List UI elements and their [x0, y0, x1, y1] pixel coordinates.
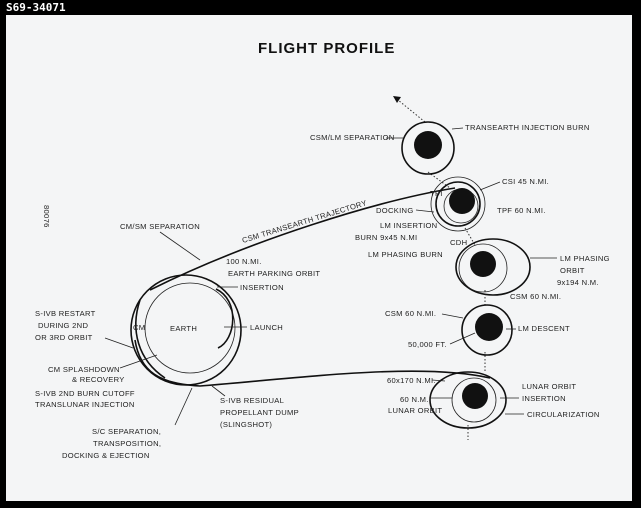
loi-label: LUNAR ORBIT — [522, 382, 576, 391]
earth-system: EARTH CM — [130, 187, 491, 387]
csm-60-label: CSM 60 N.MI. — [385, 309, 436, 318]
lunar-orbit-60-label: LUNAR ORBIT — [388, 406, 442, 415]
cm-sm-separation-label: CM/SM SEPARATION — [120, 222, 200, 231]
transearth-trajectory — [149, 187, 456, 291]
splashdown-label: CM SPLASHDOWN — [48, 365, 120, 374]
residual-dump-label: (SLINGSHOT) — [220, 420, 272, 429]
tei-burn-label: TRANSEARTH INJECTION BURN — [465, 123, 590, 132]
tli-label: S-IVB 2ND BURN CUTOFF — [35, 389, 135, 398]
diagram-title: FLIGHT PROFILE — [258, 40, 395, 57]
lm-phasing-orbit-label: ORBIT — [560, 266, 585, 275]
residual-dump-label: S-IVB RESIDUAL — [220, 396, 284, 405]
cm-label: CM — [133, 323, 145, 332]
docking-label: DOCKING — [376, 206, 414, 215]
lm-phasing-burn-label: LM PHASING BURN — [368, 250, 443, 259]
launch-arc — [215, 288, 234, 349]
lunar-operations — [393, 96, 531, 440]
earth-circle — [144, 282, 236, 374]
altitude-label: 50,000 FT. — [408, 340, 447, 349]
tpi-label: TPI — [430, 189, 443, 198]
earth-label: EARTH — [170, 324, 197, 333]
lm-phasing-orbit-label: LM PHASING — [560, 254, 610, 263]
lunar-orbit-60-label: 60 N.M. — [400, 395, 429, 404]
residual-dump-label: PROPELLANT DUMP — [220, 408, 299, 417]
csm-60-label: CSM 60 N.MI. — [510, 292, 561, 301]
insertion-label: INSERTION — [240, 283, 284, 292]
lm-phasing-orbit-label: 9x194 N.M. — [557, 278, 599, 287]
translunar-trajectory — [134, 339, 491, 387]
cdh-label: CDH — [450, 238, 467, 247]
photo-id: S69-34071 — [6, 1, 66, 14]
lm-descent-label: LM DESCENT — [518, 324, 570, 333]
sc-separation-label: S/C SEPARATION, — [92, 427, 161, 436]
sivb-restart-label: DURING 2ND — [38, 321, 88, 330]
sc-separation-label: TRANSPOSITION, — [93, 439, 161, 448]
csi-label: CSI 45 N.MI. — [502, 177, 549, 186]
orbit-60x170-label: 60x170 N.MI. — [387, 376, 436, 385]
csm-lm-separation-label: CSM/LM SEPARATION — [310, 133, 395, 142]
sivb-restart-label: OR 3RD ORBIT — [35, 333, 93, 342]
splashdown-label: & RECOVERY — [72, 375, 125, 384]
tli-label: TRANSLUNAR INJECTION — [35, 400, 135, 409]
sc-separation-label: DOCKING & EJECTION — [62, 451, 150, 460]
reentry-arc — [135, 299, 166, 379]
loi-label: INSERTION — [522, 394, 566, 403]
departure-arrow-icon — [393, 96, 401, 103]
circularization-label: CIRCULARIZATION — [527, 410, 600, 419]
moon-orbit-tei — [401, 121, 455, 175]
launch-label: LAUNCH — [250, 323, 283, 332]
parking-orbit-label: EARTH PARKING ORBIT — [228, 269, 320, 278]
parking-orbit-label: 100 N.MI. — [226, 257, 262, 266]
sivb-restart-label: S-IVB RESTART — [35, 309, 96, 318]
lm-insertion-label: LM INSERTION — [380, 221, 437, 230]
margin-code: 80076 — [42, 205, 51, 228]
trajectory-label: CSM TRANSEARTH TRAJECTORY — [241, 198, 368, 245]
lm-insertion-label: BURN 9x45 N.MI — [355, 233, 417, 242]
tpf-label: TPF 60 N.MI. — [497, 206, 546, 215]
